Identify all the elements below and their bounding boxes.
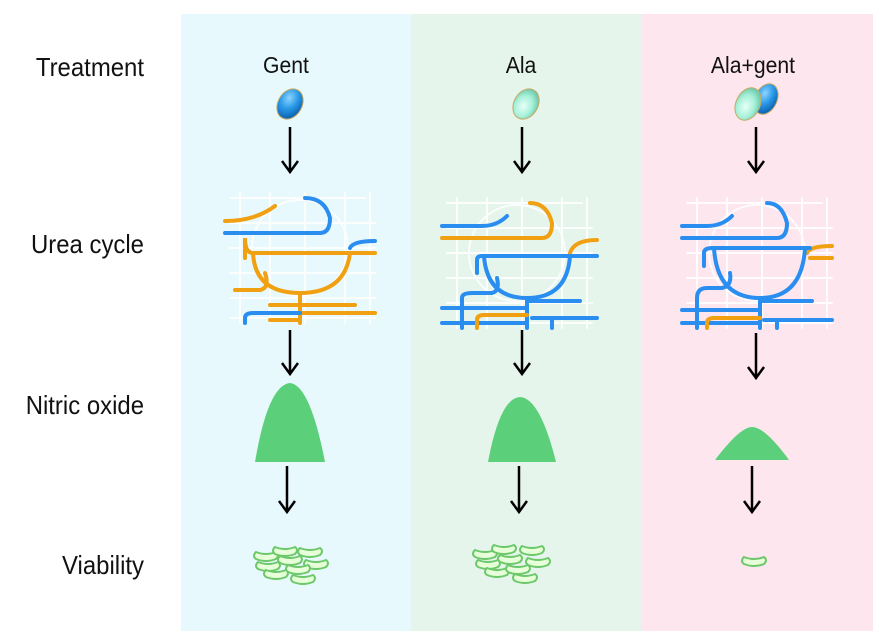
treatment-label-ala: Ala [505, 52, 537, 78]
arrows [277, 127, 766, 515]
nitric-oxide-peak-ala-gent [715, 427, 789, 460]
row-label-urea-cycle: Urea cycle [30, 229, 145, 259]
urea-cycle-map-gent [223, 192, 377, 325]
urea-cycle-map-ala [440, 197, 599, 330]
arrow-down-icon [280, 127, 300, 175]
arrow-down-icon [512, 330, 532, 377]
alanine-pill-icon [512, 88, 540, 120]
nitric-oxide-peak-ala [488, 397, 556, 462]
nitric-oxide-peak-gent [255, 383, 325, 462]
gentamicin-pill-icon [276, 88, 304, 120]
row-label-viability: Viability [62, 550, 144, 580]
row-label-nitric-oxide: Nitric oxide [25, 390, 145, 420]
row-label-treatment: Treatment [35, 52, 145, 82]
treatment-label-ala-gent: Ala+gent [710, 52, 796, 78]
arrow-down-icon [512, 127, 532, 175]
urea-cycle-map-ala-gent [680, 197, 834, 330]
arrow-down-icon [277, 466, 297, 515]
alanine-gentamicin-pills-icon [734, 83, 779, 121]
arrow-down-icon [746, 127, 766, 175]
arrow-down-icon [746, 333, 766, 381]
bacteria-cluster-gent [253, 546, 329, 585]
treatment-label-gent: Gent [263, 52, 309, 78]
column-gent-background [181, 14, 411, 631]
bacteria-cluster-ala [472, 544, 551, 584]
arrow-down-icon [509, 466, 529, 515]
bacteria-cluster-ala-gent [741, 556, 767, 567]
arrow-down-icon [742, 466, 762, 515]
arrow-down-icon [280, 330, 300, 377]
